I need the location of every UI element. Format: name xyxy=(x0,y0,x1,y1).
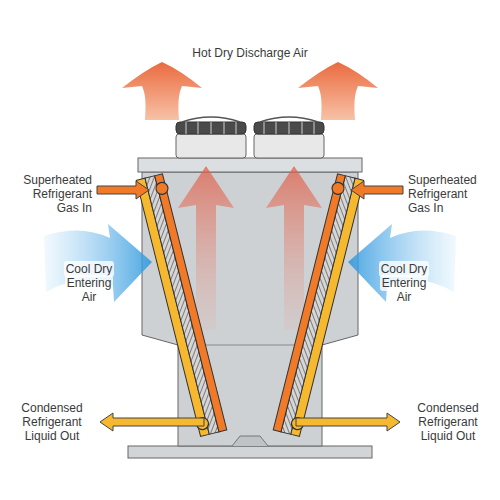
entering-air-label: Cool Dry Entering Air xyxy=(57,262,121,304)
gas-in-label: Superheated Refrigerant Gas In xyxy=(408,173,492,215)
gas-in-label: Superheated Refrigerant Gas In xyxy=(8,173,92,215)
liquid-out-label: Condensed Refrigerant Liquid Out xyxy=(404,401,492,443)
fan-left xyxy=(176,117,246,158)
fan-right xyxy=(254,117,324,158)
liquid-out-label: Condensed Refrigerant Liquid Out xyxy=(8,401,96,443)
discharge-air-label: Hot Dry Discharge Air xyxy=(150,46,350,60)
label-patch: Cool Dry Entering Air xyxy=(379,261,430,305)
entering-air-label: Cool Dry Entering Air xyxy=(372,262,436,304)
label-patch: Cool Dry Entering Air xyxy=(64,261,115,305)
